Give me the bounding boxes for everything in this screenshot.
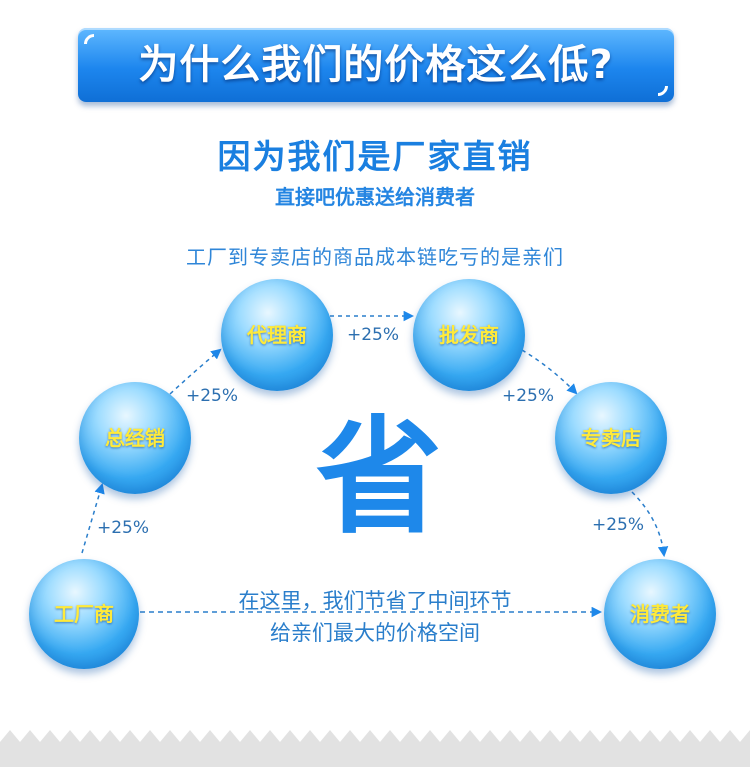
node-agent-label: 代理商 [247, 323, 307, 347]
savings-note-line2: 给亲们最大的价格空间 [270, 621, 480, 645]
arrow-store-to-consumer [631, 491, 669, 558]
node-wholesaler: 批发商 [413, 279, 525, 391]
markup-label: +25% [97, 518, 150, 538]
subheadline: 直接吧优惠送给消费者 [275, 185, 475, 209]
markup-label: +25% [502, 386, 555, 406]
markup-label: +25% [592, 515, 645, 535]
arrow-distributor-to-agent [169, 348, 222, 395]
node-store-label: 专卖店 [581, 426, 641, 450]
node-consumer-label: 消费者 [630, 602, 690, 626]
node-consumer: 消费者 [604, 559, 716, 669]
markup-label: +25% [186, 386, 239, 406]
node-general-distributor-label: 总经销 [105, 426, 165, 450]
node-store: 专卖店 [555, 382, 667, 494]
title-banner: 为什么我们的价格这么低? [78, 28, 674, 102]
headline: 因为我们是厂家直销 [217, 137, 533, 176]
node-factory-label: 工厂商 [54, 602, 114, 626]
save-character: 省 [316, 404, 442, 551]
intro-text: 工厂到专卖店的商品成本链吃亏的是亲们 [186, 245, 564, 269]
savings-note-line1: 在这里，我们节省了中间环节 [238, 589, 512, 613]
markup-label: +25% [347, 325, 400, 345]
node-factory: 工厂商 [29, 559, 139, 669]
node-agent: 代理商 [221, 279, 333, 391]
node-general-distributor: 总经销 [79, 382, 191, 494]
node-wholesaler-label: 批发商 [439, 323, 499, 347]
arrow-wholesaler-to-store [521, 349, 578, 395]
zigzag-border [0, 730, 750, 767]
banner-title: 为什么我们的价格这么低? [138, 42, 614, 88]
arrow-factory-to-distributor [81, 482, 105, 554]
